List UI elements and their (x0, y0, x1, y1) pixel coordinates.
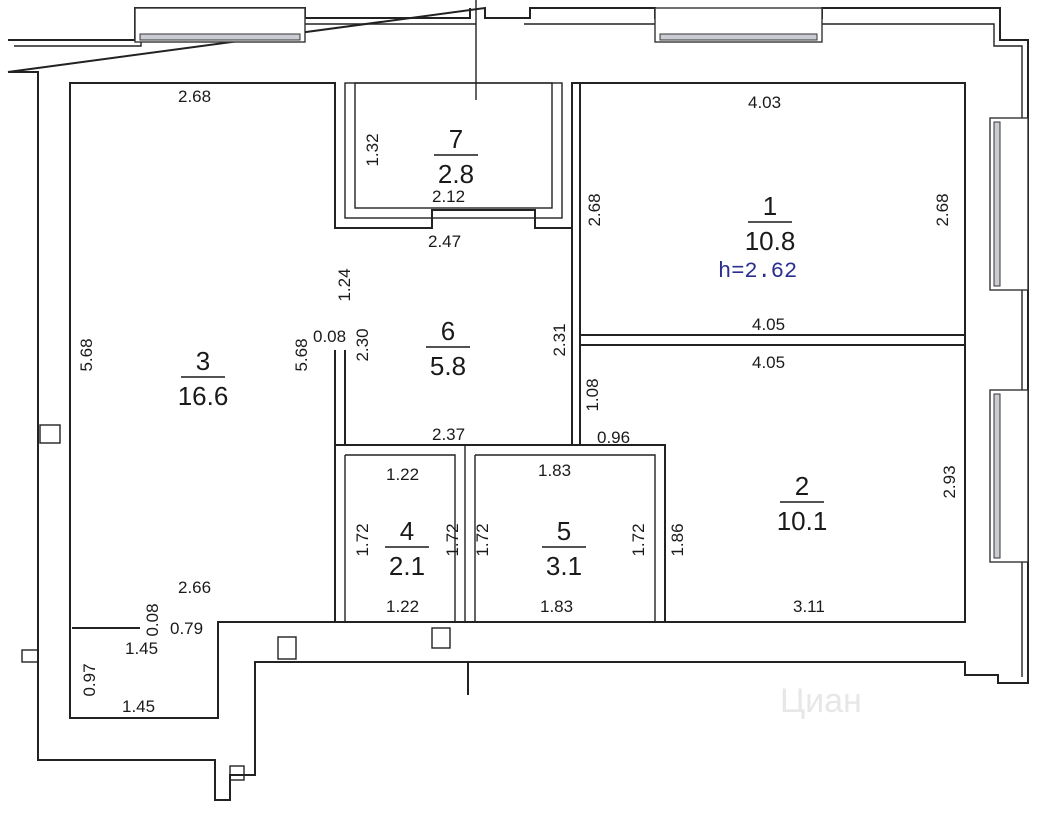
dimension-label: 5.68 (77, 338, 96, 371)
dimension-label: 1.08 (583, 378, 602, 411)
dimension-label: 2.68 (178, 87, 211, 106)
dimension-label: 2.31 (550, 323, 569, 356)
dimension-label: 2.30 (353, 328, 372, 361)
dimension-label: 2.68 (585, 193, 604, 226)
room-number: 7 (449, 124, 463, 154)
room-area: 5.8 (430, 351, 466, 381)
interior-walls (21, 82, 966, 781)
dimension-label: 1.32 (363, 133, 382, 166)
dimension-label: 1.22 (386, 597, 419, 616)
room-number: 1 (763, 191, 777, 221)
outer-walls (7, 6, 1029, 801)
dimension-label: 2.37 (432, 425, 465, 444)
room-area: 10.1 (777, 506, 828, 536)
dimension-label: 1.83 (538, 461, 571, 480)
dimension-label: 2.66 (178, 578, 211, 597)
dimension-label: 2.47 (428, 232, 461, 251)
room-number: 5 (557, 516, 571, 546)
dimension-label: 1.72 (443, 523, 462, 556)
dimension-label: 1.72 (629, 523, 648, 556)
room-number: 2 (795, 471, 809, 501)
dimension-label: 1.86 (668, 523, 687, 556)
dimension-label: 3.11 (793, 597, 825, 616)
room-area: 3.1 (546, 551, 582, 581)
room-number: 4 (400, 516, 414, 546)
windows (134, 0, 1029, 563)
dimension-label: 1.83 (540, 597, 573, 616)
dimension-label: 4.03 (748, 93, 781, 112)
dimension-label: 1.72 (473, 523, 492, 556)
dimension-label: 2.93 (940, 465, 959, 498)
room-labels: 1 10.8 2 10.1 3 16.6 4 2.1 5 3.1 6 5.8 7 2.8 (178, 124, 828, 581)
dimension-label: 1.45 (122, 697, 155, 716)
room-area: 16.6 (178, 381, 229, 411)
dimension-label: 4.05 (752, 315, 785, 334)
room-number: 6 (441, 316, 455, 346)
room-area: 2.8 (438, 159, 474, 189)
dimension-label: 5.68 (292, 338, 311, 371)
watermark: Циан (780, 682, 862, 720)
dimension-label: 0.08 (313, 327, 346, 346)
dimension-label: 2.68 (933, 193, 952, 226)
dimension-label: 0.08 (143, 603, 162, 636)
room-area: 10.8 (745, 226, 796, 256)
dimension-label: 4.05 (752, 353, 785, 372)
dimension-label: 0.79 (170, 619, 203, 638)
dimension-label: 1.45 (125, 639, 158, 658)
room-number: 3 (196, 346, 210, 376)
dimension-label: 0.97 (80, 663, 99, 696)
room-area: 2.1 (389, 551, 425, 581)
dimension-label: 1.72 (353, 523, 372, 556)
dimension-label: 1.24 (335, 268, 354, 301)
dimension-label: 1.22 (386, 465, 419, 484)
ceiling-height-label: h=2.62 (718, 259, 797, 284)
dimension-label: 0.96 (597, 428, 630, 447)
dimension-label: 2.12 (432, 187, 465, 206)
